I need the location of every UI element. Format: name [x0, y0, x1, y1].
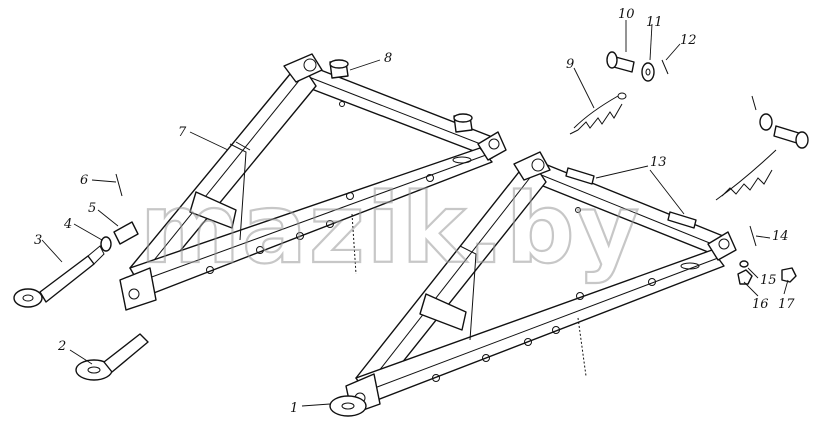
callout-3: 3 — [34, 233, 42, 248]
part-cotter-pin — [661, 59, 669, 75]
callout-1: 1 — [290, 401, 298, 416]
callout-5: 5 — [88, 201, 96, 216]
part-pin-2 — [751, 95, 809, 149]
callout-14: 14 — [772, 229, 789, 244]
callout-15: 15 — [760, 273, 777, 288]
part-nut-16 — [737, 269, 753, 285]
part-washer — [641, 62, 655, 82]
callout-9: 9 — [566, 57, 574, 72]
part-sleeve-5 — [113, 221, 139, 245]
callout-10: 10 — [618, 7, 635, 22]
part-cotter-14 — [749, 225, 757, 247]
callout-13: 13 — [650, 155, 667, 170]
part-bushing — [329, 59, 349, 79]
part-pin — [606, 51, 635, 73]
callout-labels: 1 2 3 4 5 6 7 8 9 10 11 12 13 14 15 16 1… — [34, 7, 795, 416]
callout-6: 6 — [80, 173, 88, 188]
callout-11: 11 — [646, 15, 663, 30]
part-eye-bolt-3 — [13, 245, 105, 308]
a-frame-left — [119, 53, 507, 311]
part-washer-15 — [739, 260, 749, 268]
part-eye-bolt-2 — [75, 333, 149, 381]
part-spring-2 — [715, 149, 777, 201]
part-pins-13 — [565, 167, 697, 229]
leader-lines — [41, 20, 789, 407]
part-nut-17 — [781, 267, 797, 283]
callout-4: 4 — [63, 217, 72, 232]
part-eye-1 — [329, 395, 367, 417]
part-spring — [569, 92, 627, 135]
callout-12: 12 — [680, 33, 697, 48]
callout-8: 8 — [384, 51, 392, 66]
part-nut-4 — [100, 236, 112, 252]
callout-16: 16 — [752, 297, 769, 312]
callout-7: 7 — [178, 125, 187, 140]
callout-2: 2 — [57, 339, 66, 354]
watermark-text: mazik.by — [140, 173, 641, 285]
callout-17: 17 — [778, 297, 795, 312]
part-bushing-2 — [453, 113, 473, 133]
part-cotter-6 — [115, 173, 123, 197]
